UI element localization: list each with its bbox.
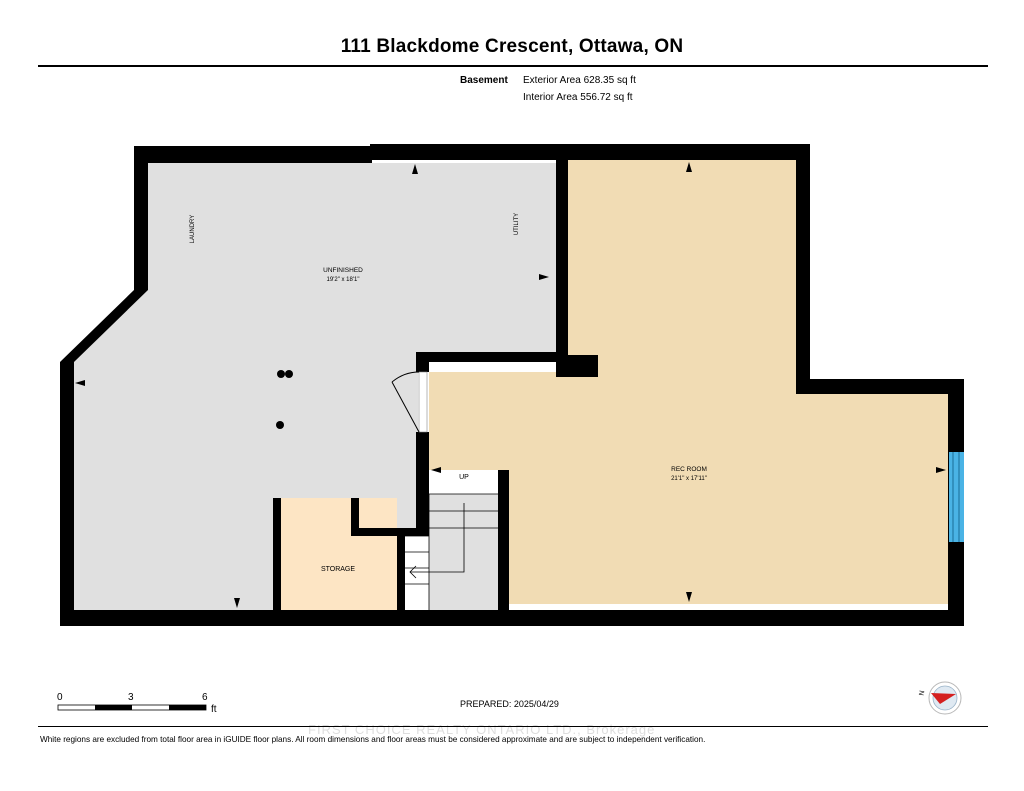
compass-icon: N <box>919 681 962 715</box>
scale-tick-0: 0 <box>57 692 63 703</box>
dimension-arrows <box>75 162 946 608</box>
label-storage: STORAGE <box>321 566 355 573</box>
arrow-rec-east <box>936 467 946 473</box>
outer-wall-north-right <box>370 144 810 160</box>
storage-wall-left <box>273 498 281 612</box>
arrow-unfinished-south <box>234 598 240 608</box>
disclaimer: White regions are excluded from total fl… <box>40 735 706 744</box>
support-posts <box>276 370 293 429</box>
label-unfinished: UNFINISHED <box>323 267 363 274</box>
scale-tick-6: 6 <box>202 692 208 703</box>
interior-wall-mid-vertical-bottom <box>416 432 429 534</box>
plan-title: 111 Blackdome Crescent, Ottawa, ON <box>340 36 684 57</box>
walls <box>60 144 964 626</box>
interior-area: Interior Area 556.72 sq ft <box>523 92 633 103</box>
label-rec-room-dims: 21'1" x 17'11" <box>671 476 707 482</box>
outer-wall-north-left <box>134 146 372 163</box>
room-unfinished <box>74 163 558 610</box>
level-label: Basement <box>460 75 508 86</box>
outer-wall-west <box>60 146 148 626</box>
scale-unit: ft <box>211 704 217 715</box>
watermark: FIRST CHOICE REALTY ONTARIO LTD., Broker… <box>308 722 656 737</box>
storage-wall-notch-vertical <box>351 498 359 530</box>
arrow-unfinished-north <box>412 164 418 174</box>
staircase <box>405 493 500 610</box>
window-east <box>949 452 964 542</box>
label-rec-room: REC ROOM <box>671 466 707 473</box>
room-rec-room <box>429 160 948 604</box>
prepared-date: PREPARED: 2025/04/29 <box>460 699 559 709</box>
label-utility: UTILITY <box>514 213 520 235</box>
column-block <box>556 355 598 377</box>
exterior-area: Exterior Area 628.35 sq ft <box>523 75 636 86</box>
interior-wall-divider <box>556 160 568 375</box>
compass-north-label: N <box>919 690 927 696</box>
arrow-unfinished-east <box>539 274 549 280</box>
arrow-rec-west <box>431 467 441 473</box>
outer-wall-east-upper <box>796 144 810 394</box>
door-swing <box>391 371 428 433</box>
stair-area <box>429 494 500 610</box>
storage-wall-notch-horizontal <box>351 528 429 536</box>
footer-divider <box>38 726 988 727</box>
interior-wall-mid-horizontal <box>416 352 558 362</box>
scale-bar-graphic <box>57 704 207 711</box>
stair-wall-right <box>498 470 509 610</box>
title-divider <box>38 65 988 67</box>
room-storage <box>281 498 397 610</box>
label-unfinished-dims: 19'2" x 18'1" <box>327 277 360 283</box>
label-stairs-up: UP <box>459 474 469 481</box>
outer-wall-south <box>60 610 964 626</box>
arrow-rec-south <box>686 592 692 602</box>
outer-wall-step <box>796 379 964 394</box>
arrow-rec-north <box>686 162 692 172</box>
arrow-unfinished-west <box>75 380 85 386</box>
scale-tick-3: 3 <box>128 692 134 703</box>
interior-wall-mid-vertical-top <box>416 352 429 372</box>
storage-wall-right <box>397 534 405 610</box>
label-laundry: LAUNDRY <box>190 215 196 244</box>
